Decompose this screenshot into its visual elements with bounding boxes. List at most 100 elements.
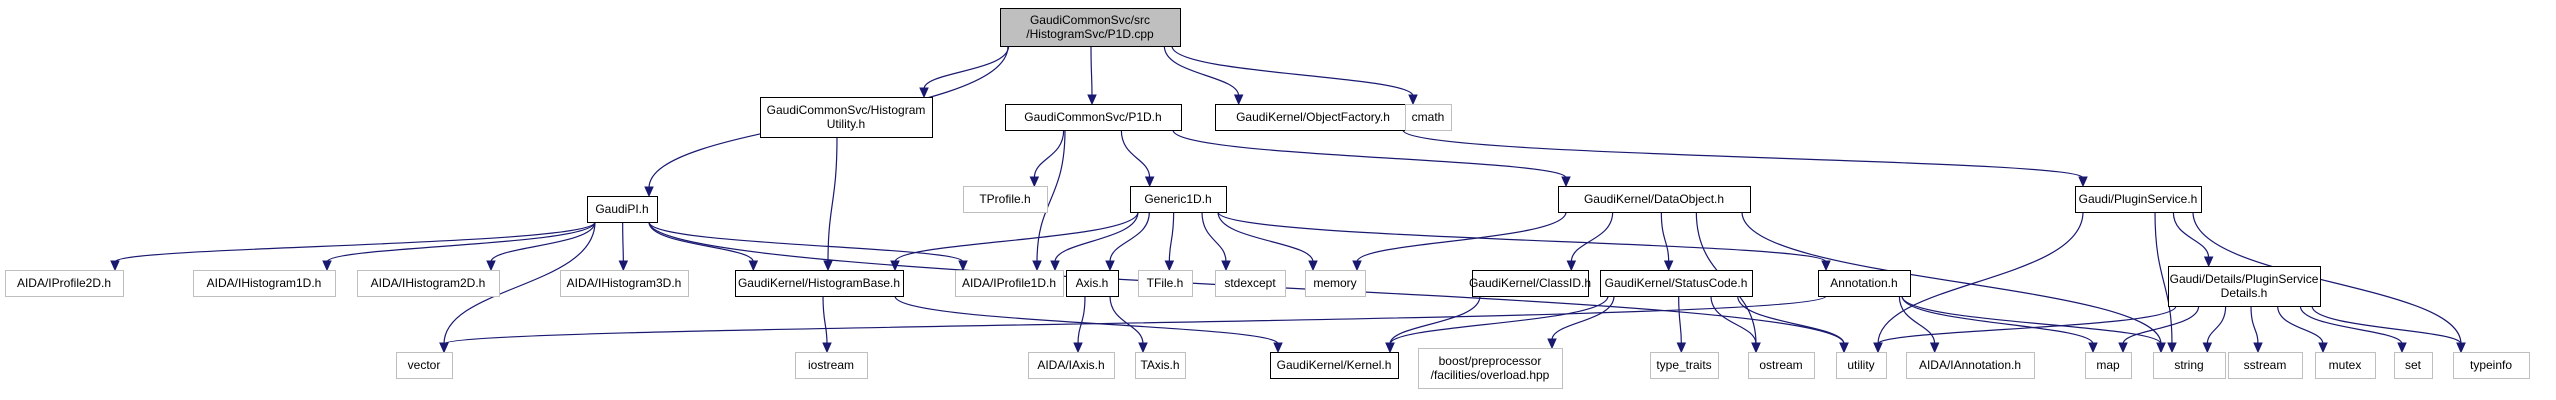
- node-box[interactable]: [2168, 266, 2321, 307]
- node-vector[interactable]: vector: [396, 352, 453, 379]
- node-label: GaudiKernel/HistogramBase.h: [738, 276, 900, 290]
- node-box[interactable]: [193, 270, 336, 297]
- node-box[interactable]: [1906, 352, 2035, 379]
- node-ihist3d[interactable]: AIDA/IHistogram3D.h: [560, 270, 689, 297]
- node-box[interactable]: [1215, 270, 1286, 297]
- node-sstream[interactable]: sstream: [2228, 352, 2303, 379]
- node-p1dh[interactable]: GaudiCommonSvc/P1D.h: [1005, 104, 1182, 131]
- node-box[interactable]: [1836, 352, 1887, 379]
- node-histbase[interactable]: GaudiKernel/HistogramBase.h: [735, 270, 904, 297]
- node-set[interactable]: set: [2394, 352, 2433, 379]
- edge-dataobject-to-string: [1741, 211, 2162, 345]
- node-iostream[interactable]: iostream: [795, 352, 868, 379]
- node-kernel[interactable]: GaudiKernel/Kernel.h: [1270, 352, 1399, 379]
- node-cmath[interactable]: cmath: [1405, 104, 1452, 131]
- edge-classid-to-kernel: [1389, 295, 1481, 345]
- node-box[interactable]: [560, 270, 689, 297]
- node-box[interactable]: [1138, 270, 1193, 297]
- node-typetraits[interactable]: type_traits: [1650, 352, 1719, 379]
- node-boostoverload[interactable]: boost/preprocessor/facilities/overload.h…: [1418, 348, 1563, 389]
- node-box[interactable]: [1600, 270, 1753, 297]
- node-box[interactable]: [955, 270, 1064, 297]
- node-map[interactable]: map: [2085, 352, 2132, 379]
- arrowhead-icon: [1073, 342, 1083, 354]
- edge-histbase-to-iostream: [822, 295, 828, 345]
- node-taxis[interactable]: TAxis.h: [1135, 352, 1186, 379]
- node-box[interactable]: [2075, 186, 2202, 213]
- node-annotation[interactable]: Annotation.h: [1818, 270, 1911, 297]
- node-utility[interactable]: utility: [1836, 352, 1887, 379]
- node-box[interactable]: [1135, 352, 1186, 379]
- node-ihist1d[interactable]: AIDA/IHistogram1D.h: [193, 270, 336, 297]
- node-box[interactable]: [1028, 352, 1115, 379]
- node-label: Annotation.h: [1830, 276, 1897, 290]
- node-statuscode[interactable]: GaudiKernel/StatusCode.h: [1600, 270, 1753, 297]
- node-box[interactable]: [1418, 348, 1563, 389]
- node-pluginservice[interactable]: Gaudi/PluginService.h: [2075, 186, 2202, 213]
- node-ihist2d[interactable]: AIDA/IHistogram2D.h: [357, 270, 500, 297]
- node-label: memory: [1313, 276, 1356, 290]
- node-box[interactable]: [963, 186, 1048, 213]
- node-mutex[interactable]: mutex: [2315, 352, 2376, 379]
- node-box[interactable]: [1066, 270, 1119, 297]
- node-box[interactable]: [1305, 270, 1366, 297]
- node-box[interactable]: [2315, 352, 2376, 379]
- arrowhead-icon: [919, 87, 929, 99]
- node-box[interactable]: [1405, 104, 1452, 131]
- node-iprofile2d[interactable]: AIDA/IProfile2D.h: [5, 270, 124, 297]
- node-label: Gaudi/Details/PluginService: [2170, 272, 2319, 286]
- node-box[interactable]: [2228, 352, 2303, 379]
- node-axis[interactable]: Axis.h: [1066, 270, 1119, 297]
- arrowhead-icon: [486, 260, 496, 272]
- node-gaudipi[interactable]: GaudiPI.h: [587, 196, 658, 223]
- node-generic1d[interactable]: Generic1D.h: [1130, 186, 1227, 213]
- arrowhead-icon: [1676, 342, 1687, 354]
- node-dataobject[interactable]: GaudiKernel/DataObject.h: [1558, 186, 1751, 213]
- edge-statuscode-to-typetraits: [1678, 295, 1682, 345]
- arrowhead-icon: [1087, 94, 1097, 106]
- node-box[interactable]: [2085, 352, 2132, 379]
- node-box[interactable]: [2394, 352, 2433, 379]
- arrowhead-icon: [1751, 342, 1761, 354]
- node-root[interactable]: GaudiCommonSvc/src/HistogramSvc/P1D.cpp: [1000, 8, 1181, 47]
- edge-axis-to-taxis: [1109, 295, 1144, 345]
- node-box[interactable]: [795, 352, 868, 379]
- node-box[interactable]: [1130, 186, 1227, 213]
- node-iannotation[interactable]: AIDA/IAnnotation.h: [1906, 352, 2035, 379]
- node-box[interactable]: [396, 352, 453, 379]
- node-box[interactable]: [5, 270, 124, 297]
- node-box[interactable]: [1748, 352, 1815, 379]
- node-box[interactable]: [1270, 352, 1399, 379]
- node-box[interactable]: [1472, 270, 1589, 297]
- edge-root-to-histutil: [923, 45, 1010, 90]
- node-box[interactable]: [1650, 352, 1719, 379]
- node-box[interactable]: [1558, 186, 1751, 213]
- node-box[interactable]: [735, 270, 904, 297]
- node-iprofile1d[interactable]: AIDA/IProfile1D.h: [955, 270, 1064, 297]
- node-box[interactable]: [760, 97, 933, 138]
- edge-psdetails-to-map: [2122, 305, 2200, 345]
- node-box[interactable]: [2453, 352, 2530, 379]
- node-stdexcept[interactable]: stdexcept: [1215, 270, 1286, 297]
- edge-gaudipi-to-histbase: [648, 221, 754, 263]
- node-iaxis[interactable]: AIDA/IAxis.h: [1028, 352, 1115, 379]
- node-tfile[interactable]: TFile.h: [1138, 270, 1193, 297]
- node-label: /HistogramSvc/P1D.cpp: [1026, 27, 1154, 41]
- node-box[interactable]: [1818, 270, 1911, 297]
- node-tprofile[interactable]: TProfile.h: [963, 186, 1048, 213]
- node-classid[interactable]: GaudiKernel/ClassID.h: [1469, 270, 1591, 297]
- node-box[interactable]: [357, 270, 500, 297]
- node-string[interactable]: string: [2153, 352, 2226, 379]
- node-box[interactable]: [1005, 104, 1182, 131]
- node-box[interactable]: [587, 196, 658, 223]
- node-objfactory[interactable]: GaudiKernel/ObjectFactory.h: [1215, 104, 1412, 131]
- node-box[interactable]: [1215, 104, 1412, 131]
- node-box[interactable]: [2153, 352, 2226, 379]
- node-ostream[interactable]: ostream: [1748, 352, 1815, 379]
- node-memory[interactable]: memory: [1305, 270, 1366, 297]
- node-typeinfo[interactable]: typeinfo: [2453, 352, 2530, 379]
- arrowhead-icon: [1873, 342, 1883, 354]
- node-box[interactable]: [1000, 8, 1181, 47]
